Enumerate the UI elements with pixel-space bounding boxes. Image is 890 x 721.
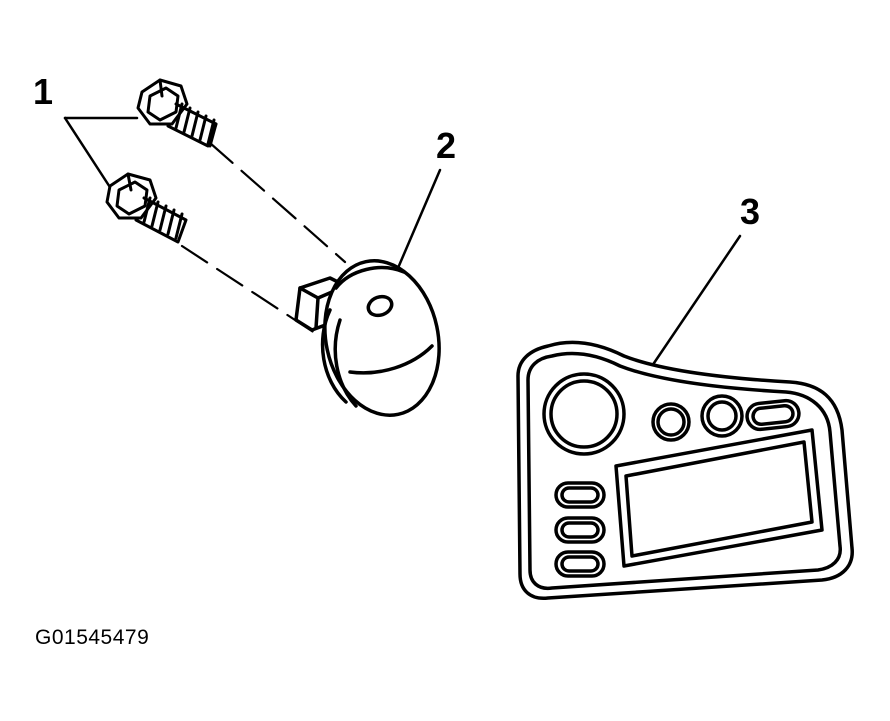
callout-label-1: 1 (33, 71, 54, 112)
knob-icon (294, 259, 441, 417)
callout-label-3: 3 (740, 191, 761, 232)
bolt-icon (136, 78, 218, 148)
callout-1-leader (63, 116, 139, 200)
callout-3-leader (650, 234, 742, 368)
bolt-icon (105, 172, 188, 244)
bezel-panel-icon (516, 340, 854, 600)
callout-label-2: 2 (436, 125, 457, 166)
figure-id: G01545479 (35, 626, 150, 649)
callout-2-leader (396, 168, 442, 270)
